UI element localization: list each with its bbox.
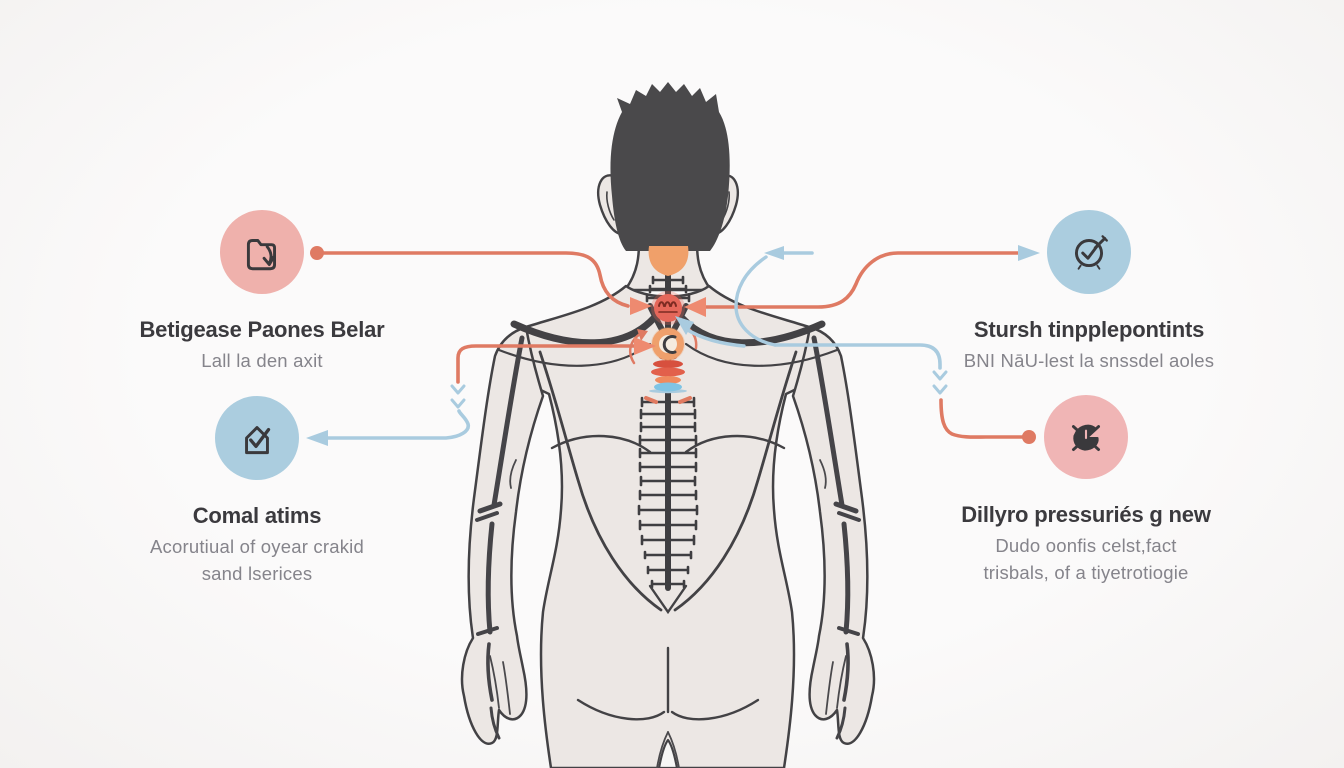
side-dash-right (678, 396, 692, 404)
ring-curved-arrowhead (637, 329, 648, 341)
callout-subtitle: BNI NāU-lest la snssdel aoles (963, 350, 1215, 371)
vertebra-tick (648, 284, 688, 294)
house-check-icon (215, 396, 299, 480)
right-trapezius-line (678, 314, 826, 347)
right-lat-line (673, 350, 798, 612)
arrowhead-into-focus-right (684, 297, 706, 317)
connectors (306, 245, 1040, 446)
blue-chevron-left-1 (450, 384, 466, 395)
callout-title: Dillyro pressuriés g new (961, 502, 1211, 527)
target-check-icon (1047, 210, 1131, 294)
subtitle-line-2: trisbals, of a tiyetrotiogie (983, 562, 1189, 583)
vertebra-tick (638, 447, 698, 459)
callout-title: Betigease Paones Belar (139, 317, 385, 342)
right-glute-crease (670, 698, 760, 721)
callout-title: Comal atims (192, 503, 322, 528)
callout-subtitle: Dudo oonfis celst,fact trisbals, of a ti… (896, 532, 1276, 586)
callout-bottom-right: Dillyro pressuriés g new Dudo oonfis cel… (896, 395, 1276, 586)
arrowhead-into-target-icon (1018, 245, 1040, 261)
vertebra-tick (640, 534, 696, 546)
blue-neck-curve (734, 255, 777, 347)
arm-bone-lines (475, 335, 861, 740)
blue-chevron-left-2 (450, 398, 466, 409)
connector-bottom-left (310, 409, 470, 440)
arrowhead-into-neck (675, 316, 694, 335)
callout-subtitle: Acorutiual of oyear crakid sand lserices (67, 533, 447, 587)
left-glute-crease (576, 698, 666, 721)
leg-gap (657, 738, 679, 768)
folder-icon (220, 210, 304, 294)
left-trapezius-line (510, 314, 658, 347)
gauge-cross-icon (1044, 395, 1128, 479)
left-ear-inner-line (606, 191, 615, 221)
vertebra-tick (638, 461, 698, 473)
vertebra-tick (638, 434, 698, 446)
arrowhead-into-house-icon (306, 430, 328, 446)
focus-circle (654, 294, 682, 322)
vertebra-mark-orange (655, 376, 681, 384)
callout-top-left: Betigease Paones Belar Lall la den axit (72, 210, 452, 374)
focus-circle-glyph (658, 301, 678, 313)
vertebra-tick (646, 565, 690, 575)
vertebra-tick (639, 421, 697, 433)
connector-mid-left (456, 344, 638, 384)
connector-mid-right (773, 343, 942, 370)
left-scapula-arc (550, 434, 652, 454)
subtitle-line-1: Acorutiual of oyear crakid (150, 536, 364, 557)
connector-top-right (698, 251, 1022, 309)
left-lat-line (538, 350, 663, 612)
vertebra-mark-red1 (653, 360, 683, 368)
subtitle-line-1: Dudo oonfis celst,fact (995, 535, 1177, 556)
callout-bottom-left: Comal atims Acorutiual of oyear crakid s… (67, 396, 447, 587)
spine-arrow (648, 584, 688, 615)
vertebra-tick (639, 475, 697, 487)
left-arm (460, 325, 545, 745)
vertebra-mark-red2 (651, 367, 685, 377)
arrowhead-into-ring (634, 337, 656, 355)
vertebra-tick (643, 550, 693, 560)
ring-glyph (662, 335, 677, 354)
subtitle-line-2: sand lserices (201, 563, 313, 584)
vertebra-tick (638, 489, 698, 501)
callout-top-right: Stursh tinpplepontints BNI NāU-lest la s… (899, 210, 1279, 374)
connector-top-left (315, 251, 630, 308)
callout-title: Stursh tinpplepontints (973, 317, 1205, 342)
spine (637, 271, 699, 615)
right-arm (791, 325, 876, 745)
connector-dot-bottom-right (1022, 430, 1036, 444)
vertebra-tick (638, 519, 698, 531)
vertebra-mark-blue (654, 382, 682, 392)
arrowhead-into-focus-left (630, 297, 652, 315)
arrowhead-blue-top-left (764, 246, 784, 260)
blue-neck-stub (684, 327, 746, 348)
limb-detail-lines (489, 459, 847, 768)
side-dash-left (644, 396, 658, 404)
vertebra-tick (637, 504, 699, 516)
blue-chevron-right-2 (932, 384, 948, 395)
blue-chevron-right-1 (932, 370, 948, 381)
vertebra-tick (639, 408, 697, 420)
right-scapula-arc (684, 434, 786, 454)
connector-bottom-right (939, 398, 1024, 439)
callout-subtitle: Lall la den axit (201, 350, 323, 371)
vertebra-tick (651, 275, 685, 285)
neck-highlight (648, 246, 689, 276)
vertebra-tick (650, 579, 686, 589)
hair (610, 82, 730, 251)
vertebrae-ticks (637, 275, 699, 589)
